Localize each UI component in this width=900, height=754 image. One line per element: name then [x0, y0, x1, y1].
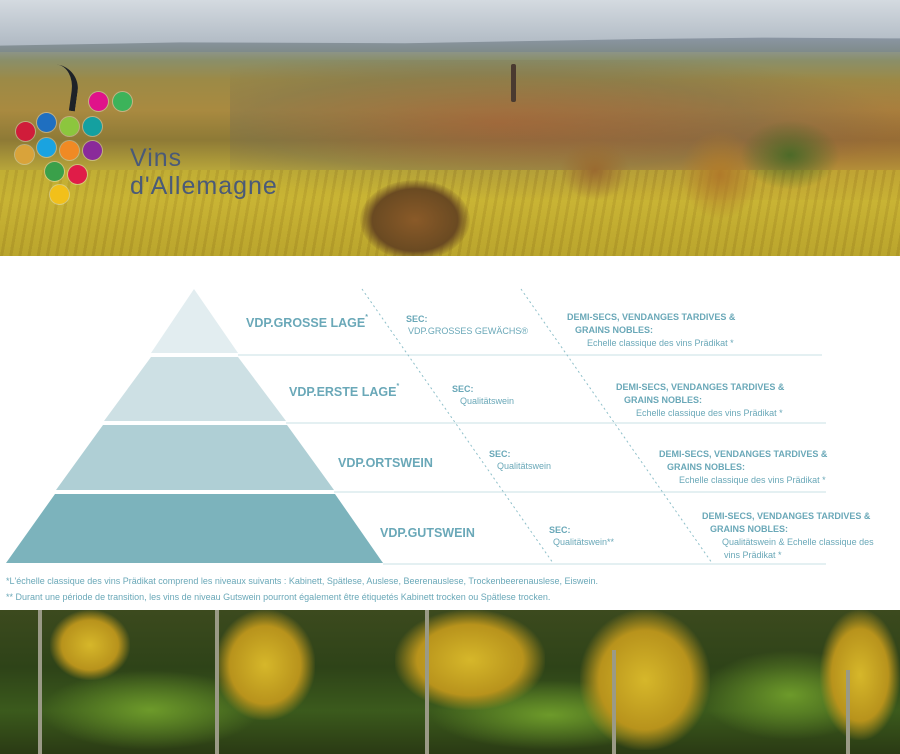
sec-erste-lage: SEC: Qualitätswein: [452, 384, 515, 406]
tier-gutswein: [6, 494, 383, 563]
grape-dot: [89, 92, 108, 111]
grape-dot: [50, 185, 69, 204]
vine-post: [846, 670, 850, 754]
tree: [560, 140, 630, 200]
vine-leaves: [50, 610, 130, 680]
church-steeple: [511, 64, 516, 102]
grape-dot: [68, 165, 87, 184]
grape-dot: [83, 141, 102, 160]
tree: [360, 180, 470, 256]
grape-dot: [60, 117, 79, 136]
grape-dot: [113, 92, 132, 111]
grape-stem-icon: [51, 64, 81, 112]
vine-post: [215, 610, 219, 754]
sec-gutswein: SEC: Qualitätswein**: [549, 525, 615, 547]
demi-secs-erste-lage: DEMI-SECS, VENDANGES TARDIVES & GRAINS N…: [616, 382, 785, 418]
dashed-divider: [361, 288, 554, 564]
footnote-gutswein-transition: ** Durant une période de transition, les…: [6, 592, 551, 602]
demi-secs-ortswein: DEMI-SECS, VENDANGES TARDIVES & GRAINS N…: [659, 449, 828, 485]
grape-dot: [15, 145, 34, 164]
logo-line-1: Vins: [130, 144, 183, 172]
tier-label-grosse-lage: VDP.GROSSE LAGE*: [246, 314, 368, 330]
tree: [740, 120, 840, 190]
grape-dot: [83, 117, 102, 136]
tier-label-ortswein: VDP.ORTSWEIN: [338, 456, 433, 470]
tier-ortswein: [56, 425, 334, 490]
vdp-classification-diagram: VDP.GROSSE LAGE* VDP.ERSTE LAGE* VDP.ORT…: [0, 256, 900, 610]
tier-grosse-lage: [151, 289, 238, 353]
vins-dallemagne-logo: Vins d'Allemagne: [10, 64, 310, 214]
vineyard-vines-photo: [0, 610, 900, 754]
grape-dot: [37, 113, 56, 132]
logo-line-2: d'Allemagne: [130, 172, 278, 200]
vine-leaves: [820, 610, 900, 740]
demi-secs-grosse-lage: DEMI-SECS, VENDANGES TARDIVES & GRAINS N…: [567, 312, 736, 348]
sec-grosse-lage: SEC: VDP.GROSSES GEWÄCHS®: [406, 314, 528, 336]
vine-leaves: [395, 610, 545, 710]
vine-post: [612, 650, 616, 754]
vine-leaves: [580, 610, 710, 750]
grape-dot: [45, 162, 64, 181]
pyramid-graphic: [6, 288, 826, 565]
grape-dot: [37, 138, 56, 157]
grape-dot: [16, 122, 35, 141]
demi-secs-gutswein: DEMI-SECS, VENDANGES TARDIVES & GRAINS N…: [702, 511, 874, 560]
grape-dot: [60, 141, 79, 160]
tier-label-gutswein: VDP.GUTSWEIN: [380, 526, 475, 540]
vine-leaves: [215, 610, 315, 720]
sec-ortswein: SEC: Qualitätswein: [489, 449, 552, 471]
tier-label-erste-lage: VDP.ERSTE LAGE*: [289, 383, 400, 399]
vine-post: [38, 610, 42, 754]
footnote-pradikat-scale: *L'échelle classique des vins Prädikat c…: [6, 576, 599, 586]
vine-post: [425, 610, 429, 754]
dashed-divider: [520, 288, 713, 564]
vineyard-village-photo: Vins d'Allemagne: [0, 0, 900, 256]
tier-erste-lage: [104, 357, 286, 421]
logo-wordmark: Vins d'Allemagne: [130, 144, 278, 200]
